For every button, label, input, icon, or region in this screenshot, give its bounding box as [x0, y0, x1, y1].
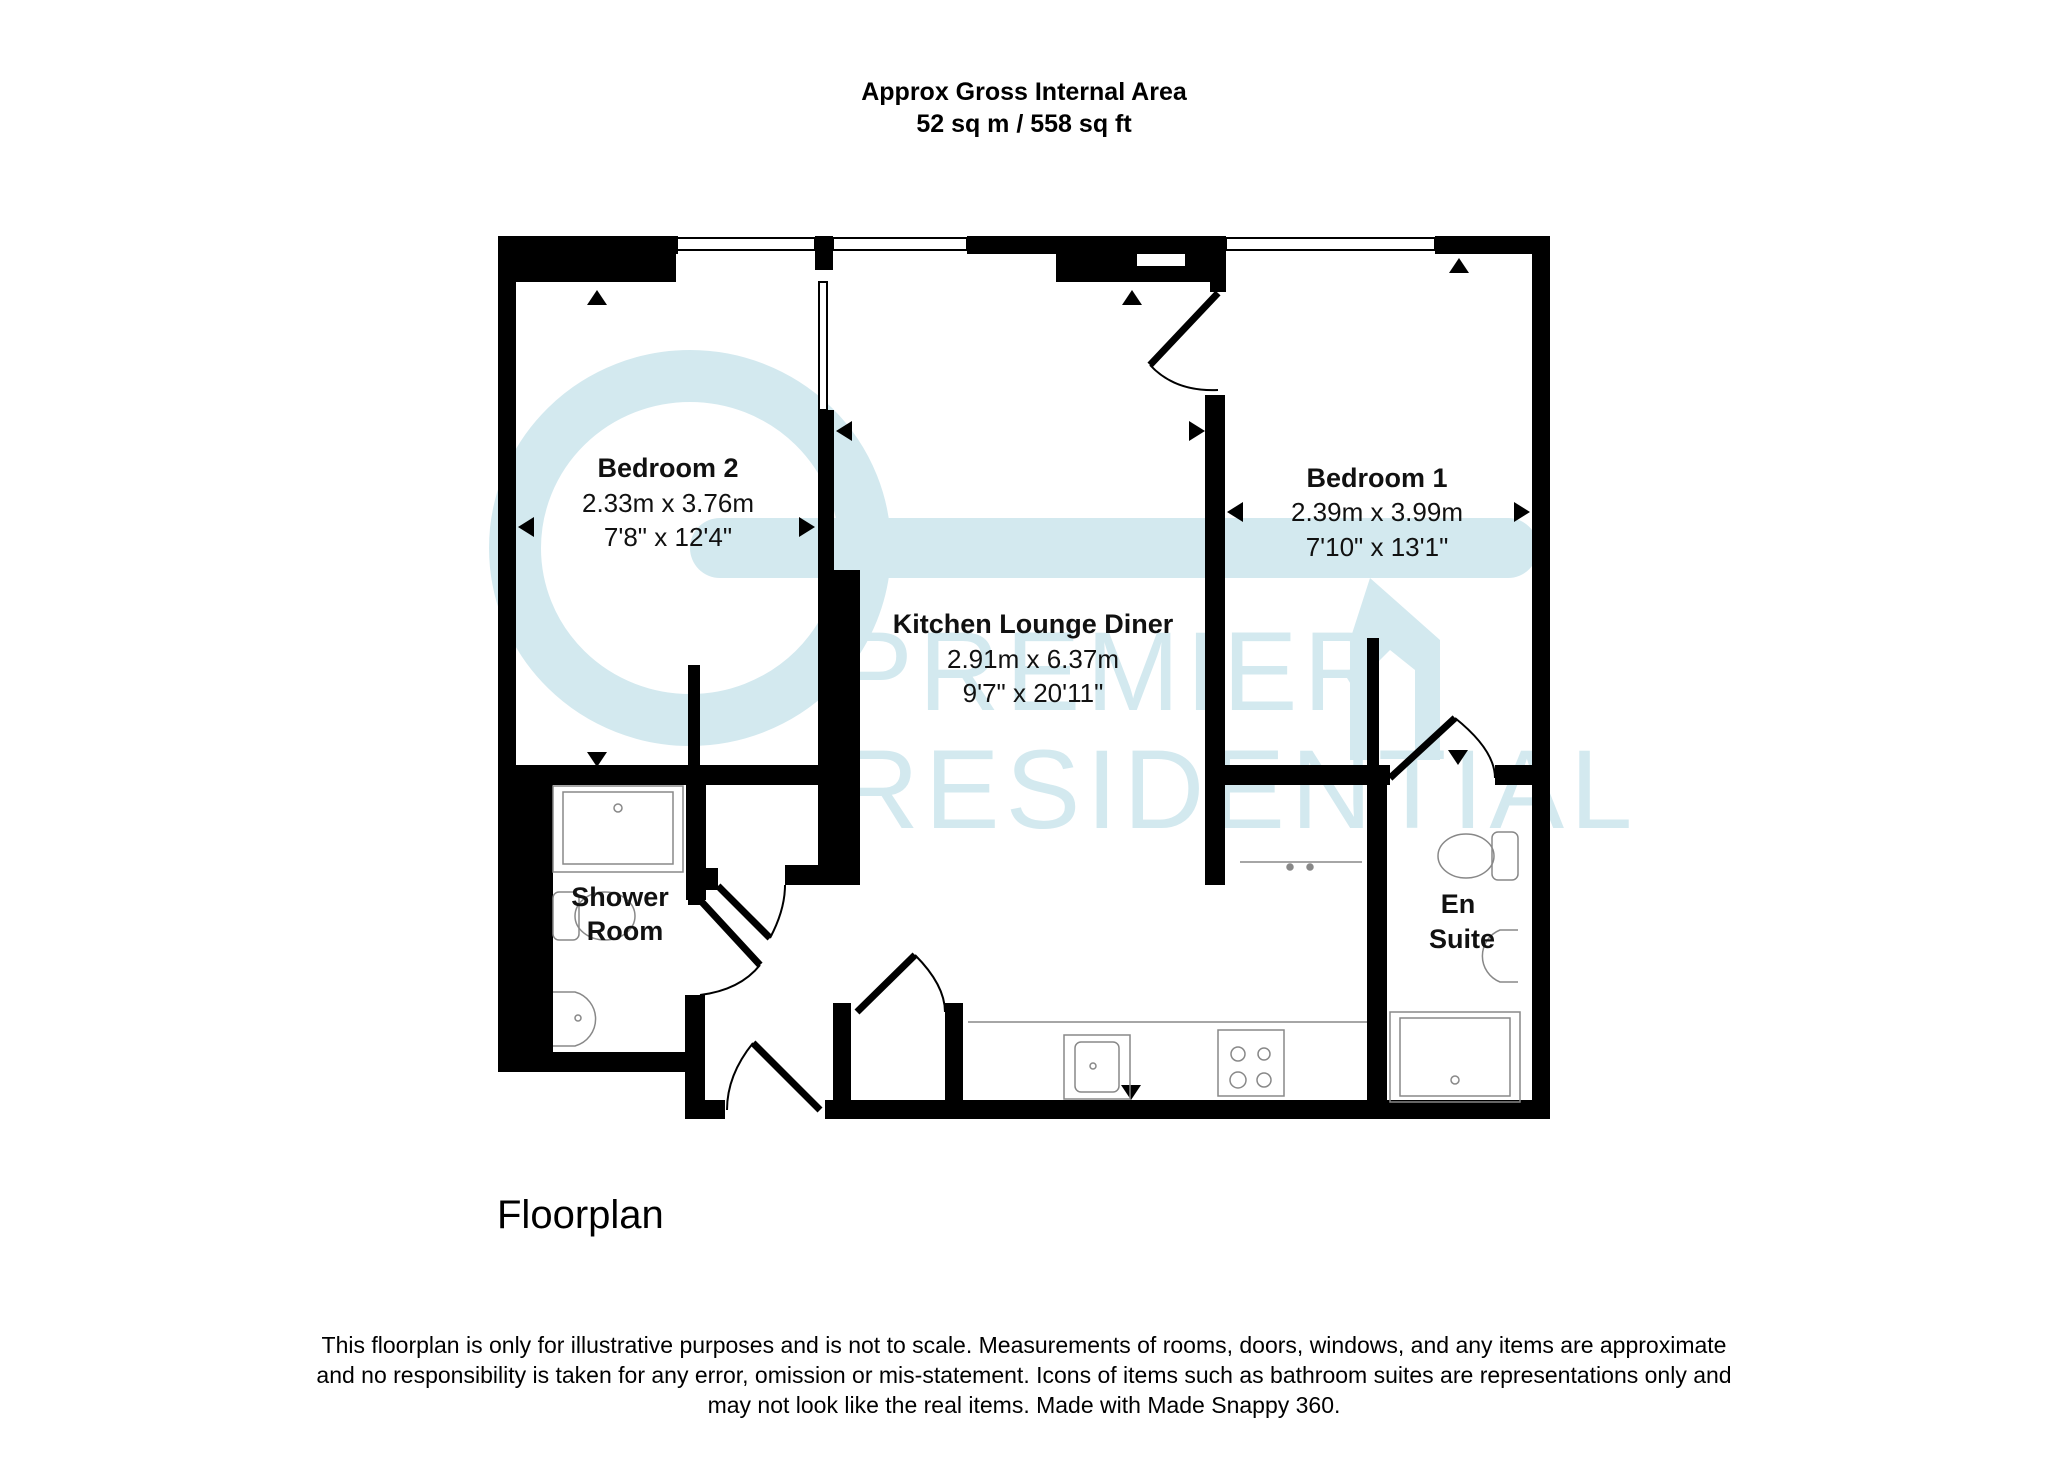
room-name-kitchen: Kitchen Lounge Diner [893, 609, 1174, 639]
room-name-bedroom-2: Bedroom 2 [597, 453, 738, 483]
watermark-logo: PREMIER RESIDENTIAL [489, 350, 1638, 852]
shower-tray-icon [552, 785, 684, 873]
gross-area-heading: Approx Gross Internal Area 52 sq m / 558… [0, 76, 2048, 140]
ensuite-shower-tray-icon [1389, 1011, 1521, 1103]
room-name-bedroom-1: Bedroom 1 [1306, 463, 1447, 493]
gross-area-value: 52 sq m / 558 sq ft [916, 110, 1132, 138]
disclaimer-line-1: This floorplan is only for illustrative … [321, 1332, 1727, 1358]
sink-icon [1063, 1034, 1131, 1100]
ensuite-basin-icon [1481, 929, 1518, 983]
room-name-shower-line1: Shower [571, 882, 669, 912]
dimension-arrows [518, 258, 1530, 1100]
room-imperial-kitchen: 9'7" x 20'11" [963, 678, 1104, 708]
disclaimer: This floorplan is only for illustrative … [230, 1330, 1818, 1420]
wardrobe-rail-icon [1240, 861, 1362, 871]
room-name-ensuite-line2: Suite [1429, 924, 1495, 954]
room-imperial-bedroom-1: 7'10" x 13'1" [1306, 532, 1449, 562]
disclaimer-line-2: and no responsibility is taken for any e… [316, 1362, 1732, 1388]
room-name-ensuite-line1: En [1441, 889, 1476, 919]
basin-icon [553, 991, 597, 1047]
gross-area-label: Approx Gross Internal Area [861, 78, 1187, 106]
room-metric-bedroom-1: 2.39m x 3.99m [1291, 497, 1463, 527]
ensuite-toilet-icon [1437, 831, 1519, 881]
room-metric-bedroom-2: 2.33m x 3.76m [582, 488, 754, 518]
watermark-text-premier: PREMIER [838, 609, 1390, 734]
floorplan-label: Floorplan [497, 1193, 664, 1237]
room-labels: Bedroom 2 2.33m x 3.76m 7'8" x 12'4" Kit… [571, 453, 1495, 954]
walls [498, 236, 1550, 1119]
disclaimer-line-3: may not look like the real items. Made w… [707, 1392, 1341, 1418]
room-name-shower-line2: Room [587, 916, 664, 946]
hob-icon [1217, 1029, 1285, 1097]
fixtures [552, 785, 1521, 1103]
watermark-text-residential: RESIDENTIAL [838, 727, 1638, 852]
room-metric-kitchen: 2.91m x 6.37m [947, 644, 1119, 674]
toilet-icon [552, 891, 636, 941]
room-imperial-bedroom-2: 7'8" x 12'4" [604, 522, 732, 552]
doors [697, 290, 1496, 1113]
